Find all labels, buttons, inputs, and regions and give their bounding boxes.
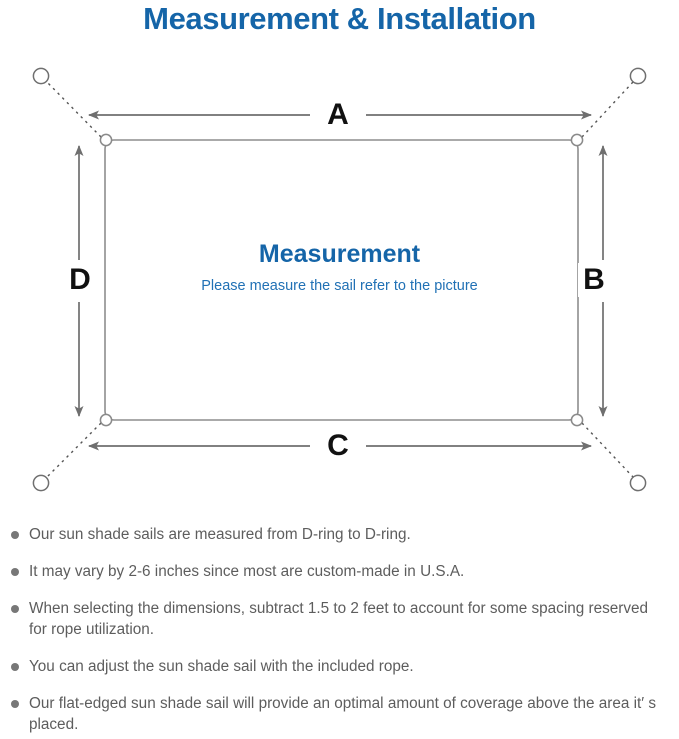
note-text: When selecting the dimensions, subtract …	[29, 600, 649, 638]
anchor-point-top-left	[32, 67, 50, 85]
anchor-point-top-right	[629, 67, 647, 85]
dimension-label-c: C	[313, 429, 363, 463]
bullet-icon	[11, 605, 19, 613]
diagram-svg	[32, 67, 647, 492]
bullet-icon	[11, 531, 19, 539]
note-item: When selecting the dimensions, subtract …	[0, 598, 669, 640]
d-ring-bottom-left	[99, 413, 113, 427]
notes-list: Our sun shade sails are measured from D-…	[0, 524, 679, 735]
rope-line-top-right	[581, 81, 634, 138]
bullet-icon	[11, 568, 19, 576]
note-text: Our sun shade sails are measured from D-…	[29, 526, 411, 543]
note-item: You can adjust the sun shade sail with t…	[0, 656, 669, 677]
d-ring-top-right	[570, 133, 584, 147]
rope-line-top-left	[45, 80, 102, 138]
note-text: Our flat-edged sun shade sail will provi…	[29, 695, 657, 733]
dimension-label-b: B	[578, 263, 610, 297]
note-text: You can adjust the sun shade sail with t…	[29, 658, 414, 675]
d-ring-bottom-right	[570, 413, 584, 427]
diagram-center-heading: Measurement	[258, 240, 421, 268]
anchor-point-bottom-left	[32, 474, 50, 492]
note-text: It may vary by 2-6 inches since most are…	[29, 563, 465, 580]
diagram-center-subtext: Please measure the sail refer to the pic…	[201, 278, 478, 294]
measurement-diagram: A B C D Measurement Please measure the s…	[0, 40, 679, 520]
rope-line-bottom-left	[46, 422, 102, 478]
d-ring-top-left	[99, 133, 113, 147]
dimension-label-a: A	[313, 98, 363, 132]
bullet-icon	[11, 663, 19, 671]
bullet-icon	[11, 700, 19, 708]
note-item: Our sun shade sails are measured from D-…	[0, 524, 669, 545]
page-title: Measurement & Installation	[143, 1, 536, 36]
note-item: Our flat-edged sun shade sail will provi…	[0, 693, 669, 735]
rope-line-bottom-right	[581, 422, 634, 478]
dimension-label-d: D	[64, 263, 96, 297]
anchor-point-bottom-right	[629, 474, 647, 492]
note-item: It may vary by 2-6 inches since most are…	[0, 561, 669, 582]
